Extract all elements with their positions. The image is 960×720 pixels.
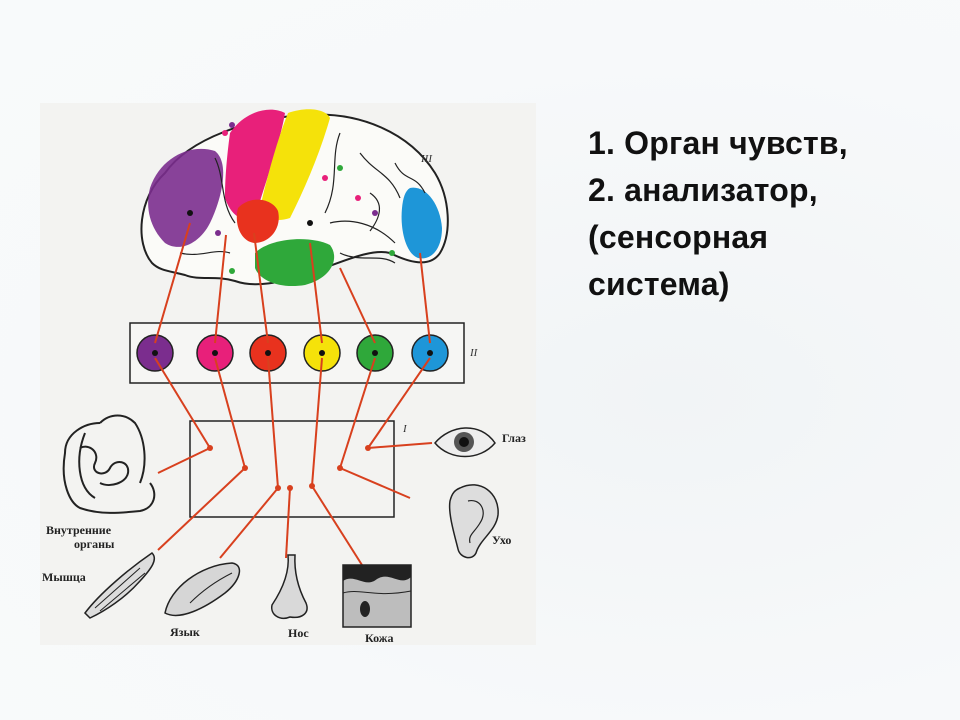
brain-sulcus: [214, 157, 236, 224]
brain-sulcus: [359, 152, 401, 199]
text-line-2: 2. анализатор,: [588, 172, 818, 208]
level-II-label: II: [470, 347, 478, 359]
brain-dot: [229, 268, 235, 274]
caption-internal-organs-line2: органы: [74, 537, 115, 551]
brain-sulcus: [394, 162, 426, 194]
brain-area-purple: [148, 148, 224, 247]
brain-dot: [229, 122, 235, 128]
slide-text: 1. Орган чувств, 2. анализатор, (сенсорн…: [588, 120, 938, 308]
brain-dot: [215, 230, 221, 236]
level-III-label: III: [421, 153, 432, 165]
analyzer-circle-center: [212, 350, 218, 356]
eye-illustration: [434, 427, 496, 458]
analyzer-circle-center: [265, 350, 271, 356]
level-II-box: [129, 322, 465, 384]
level-I-box: [189, 420, 395, 518]
brain-dot: [389, 250, 395, 256]
text-line-4: система): [588, 266, 730, 302]
brain-sulcus: [369, 192, 380, 232]
brain-dot: [372, 210, 378, 216]
brain-dot: [307, 220, 313, 226]
analyzer-circle-center: [152, 350, 158, 356]
caption-nose: Нос: [288, 626, 309, 640]
brain-dot: [222, 130, 228, 136]
caption-skin: Кожа: [365, 631, 394, 645]
analyzer-circle-center: [319, 350, 325, 356]
caption-tongue: Язык: [170, 625, 200, 639]
analyzer-circles: [136, 334, 449, 372]
junction-dots: [207, 445, 371, 491]
analyzer-diagram: III II I Внутренние органы Мышца Язык Но…: [40, 103, 536, 645]
brain-sulcus: [329, 220, 396, 244]
caption-ear: Ухо: [492, 533, 512, 547]
brain-sulcus: [179, 250, 231, 256]
connection-lines: [154, 222, 433, 566]
brain-sulcus: [324, 132, 341, 214]
caption-eye: Глаз: [502, 431, 526, 445]
level-I-label: I: [403, 423, 407, 435]
ear-illustration: [448, 484, 499, 559]
diagram-svg: [62, 109, 499, 628]
analyzer-circle-center: [372, 350, 378, 356]
text-line-3: (сенсорная: [588, 219, 769, 255]
muscle-illustration: [84, 552, 156, 619]
brain-dot: [337, 165, 343, 171]
brain-area-green: [255, 239, 335, 287]
brain-area-yellow: [260, 109, 330, 220]
brain-sulcus: [339, 252, 396, 264]
text-line-1: 1. Орган чувств,: [588, 125, 848, 161]
caption-muscle: Мышца: [42, 570, 86, 584]
skin-illustration: [342, 564, 412, 628]
caption-internal-organs-line1: Внутренние: [46, 523, 112, 537]
intestines-illustration: [62, 414, 156, 514]
brain-area-red: [236, 199, 279, 243]
brain-dot: [322, 175, 328, 181]
brain-dot: [355, 195, 361, 201]
tongue-illustration: [164, 562, 241, 617]
brain-dot: [187, 210, 193, 216]
brain-area-pink: [225, 109, 285, 220]
brain-area-blue: [401, 187, 442, 259]
nose-illustration: [271, 554, 308, 619]
analyzer-circle-center: [427, 350, 433, 356]
